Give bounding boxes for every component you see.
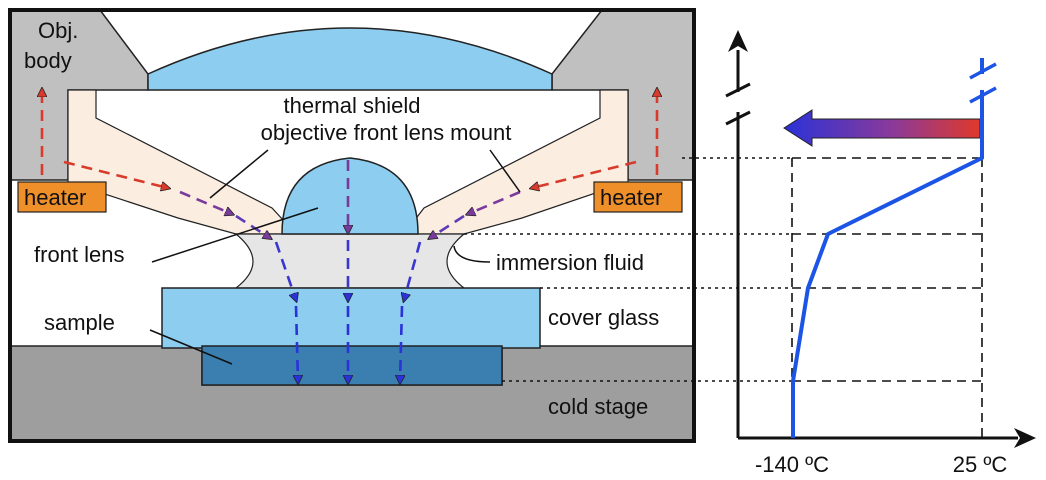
cover-glass bbox=[161, 287, 541, 349]
heater-left-label: heater bbox=[24, 185, 86, 210]
immersion-fluid bbox=[234, 233, 466, 289]
lens-mount-label: objective front lens mount bbox=[261, 120, 512, 145]
leader-lens-mount bbox=[489, 149, 521, 193]
heat-arrow-fluid-left bbox=[274, 241, 296, 300]
heater-left-block bbox=[17, 181, 107, 213]
heat-arrow-glass-right bbox=[400, 305, 402, 382]
heat-arrow-diag-right-b bbox=[468, 190, 521, 214]
heat-flow-arrows bbox=[42, 90, 657, 382]
x-tick-label-cold: -140 ºC bbox=[755, 452, 829, 477]
thermal-shield-label: thermal shield bbox=[284, 93, 421, 118]
heat-arrow-diag-left-c bbox=[235, 214, 270, 238]
profile-break-icon bbox=[969, 58, 997, 104]
cover-glass-label: cover glass bbox=[548, 305, 659, 330]
axis-break-icon bbox=[725, 50, 751, 126]
sample bbox=[201, 345, 503, 386]
heat-arrow-glass-left bbox=[296, 305, 298, 382]
heater-right-label: heater bbox=[600, 185, 662, 210]
heat-arrow-diag-right-c bbox=[430, 214, 465, 238]
front-lens-label: front lens bbox=[34, 242, 125, 267]
obj-body-label-line1: Obj. bbox=[38, 18, 78, 43]
gradient-arrow-icon bbox=[783, 109, 981, 147]
leader-thermal-shield bbox=[209, 149, 269, 199]
leader-front-lens bbox=[151, 207, 319, 263]
leader-sample bbox=[149, 329, 233, 365]
immersion-fluid-label: immersion fluid bbox=[496, 250, 644, 275]
front-lens bbox=[281, 157, 419, 235]
sample-label: sample bbox=[44, 310, 115, 335]
heater-right-block bbox=[593, 181, 683, 213]
x-tick-label-warm: 25 ºC bbox=[953, 452, 1008, 477]
obj-body-left bbox=[9, 9, 149, 181]
heat-arrow-diag-left-b bbox=[179, 190, 232, 214]
y-axis-arrowhead bbox=[728, 30, 748, 52]
leader-immersion-fluid bbox=[453, 245, 491, 263]
x-axis-arrowhead bbox=[1014, 428, 1036, 448]
temperature-profile-line bbox=[791, 100, 984, 438]
chart-guides bbox=[791, 157, 983, 438]
obj-body-label-line2: body bbox=[24, 48, 72, 73]
back-lens bbox=[147, 27, 553, 91]
heat-arrow-fluid-right bbox=[404, 241, 422, 300]
cold-stage-label: cold stage bbox=[548, 394, 648, 419]
obj-body-right bbox=[551, 9, 695, 181]
diagram-frame bbox=[8, 8, 696, 443]
